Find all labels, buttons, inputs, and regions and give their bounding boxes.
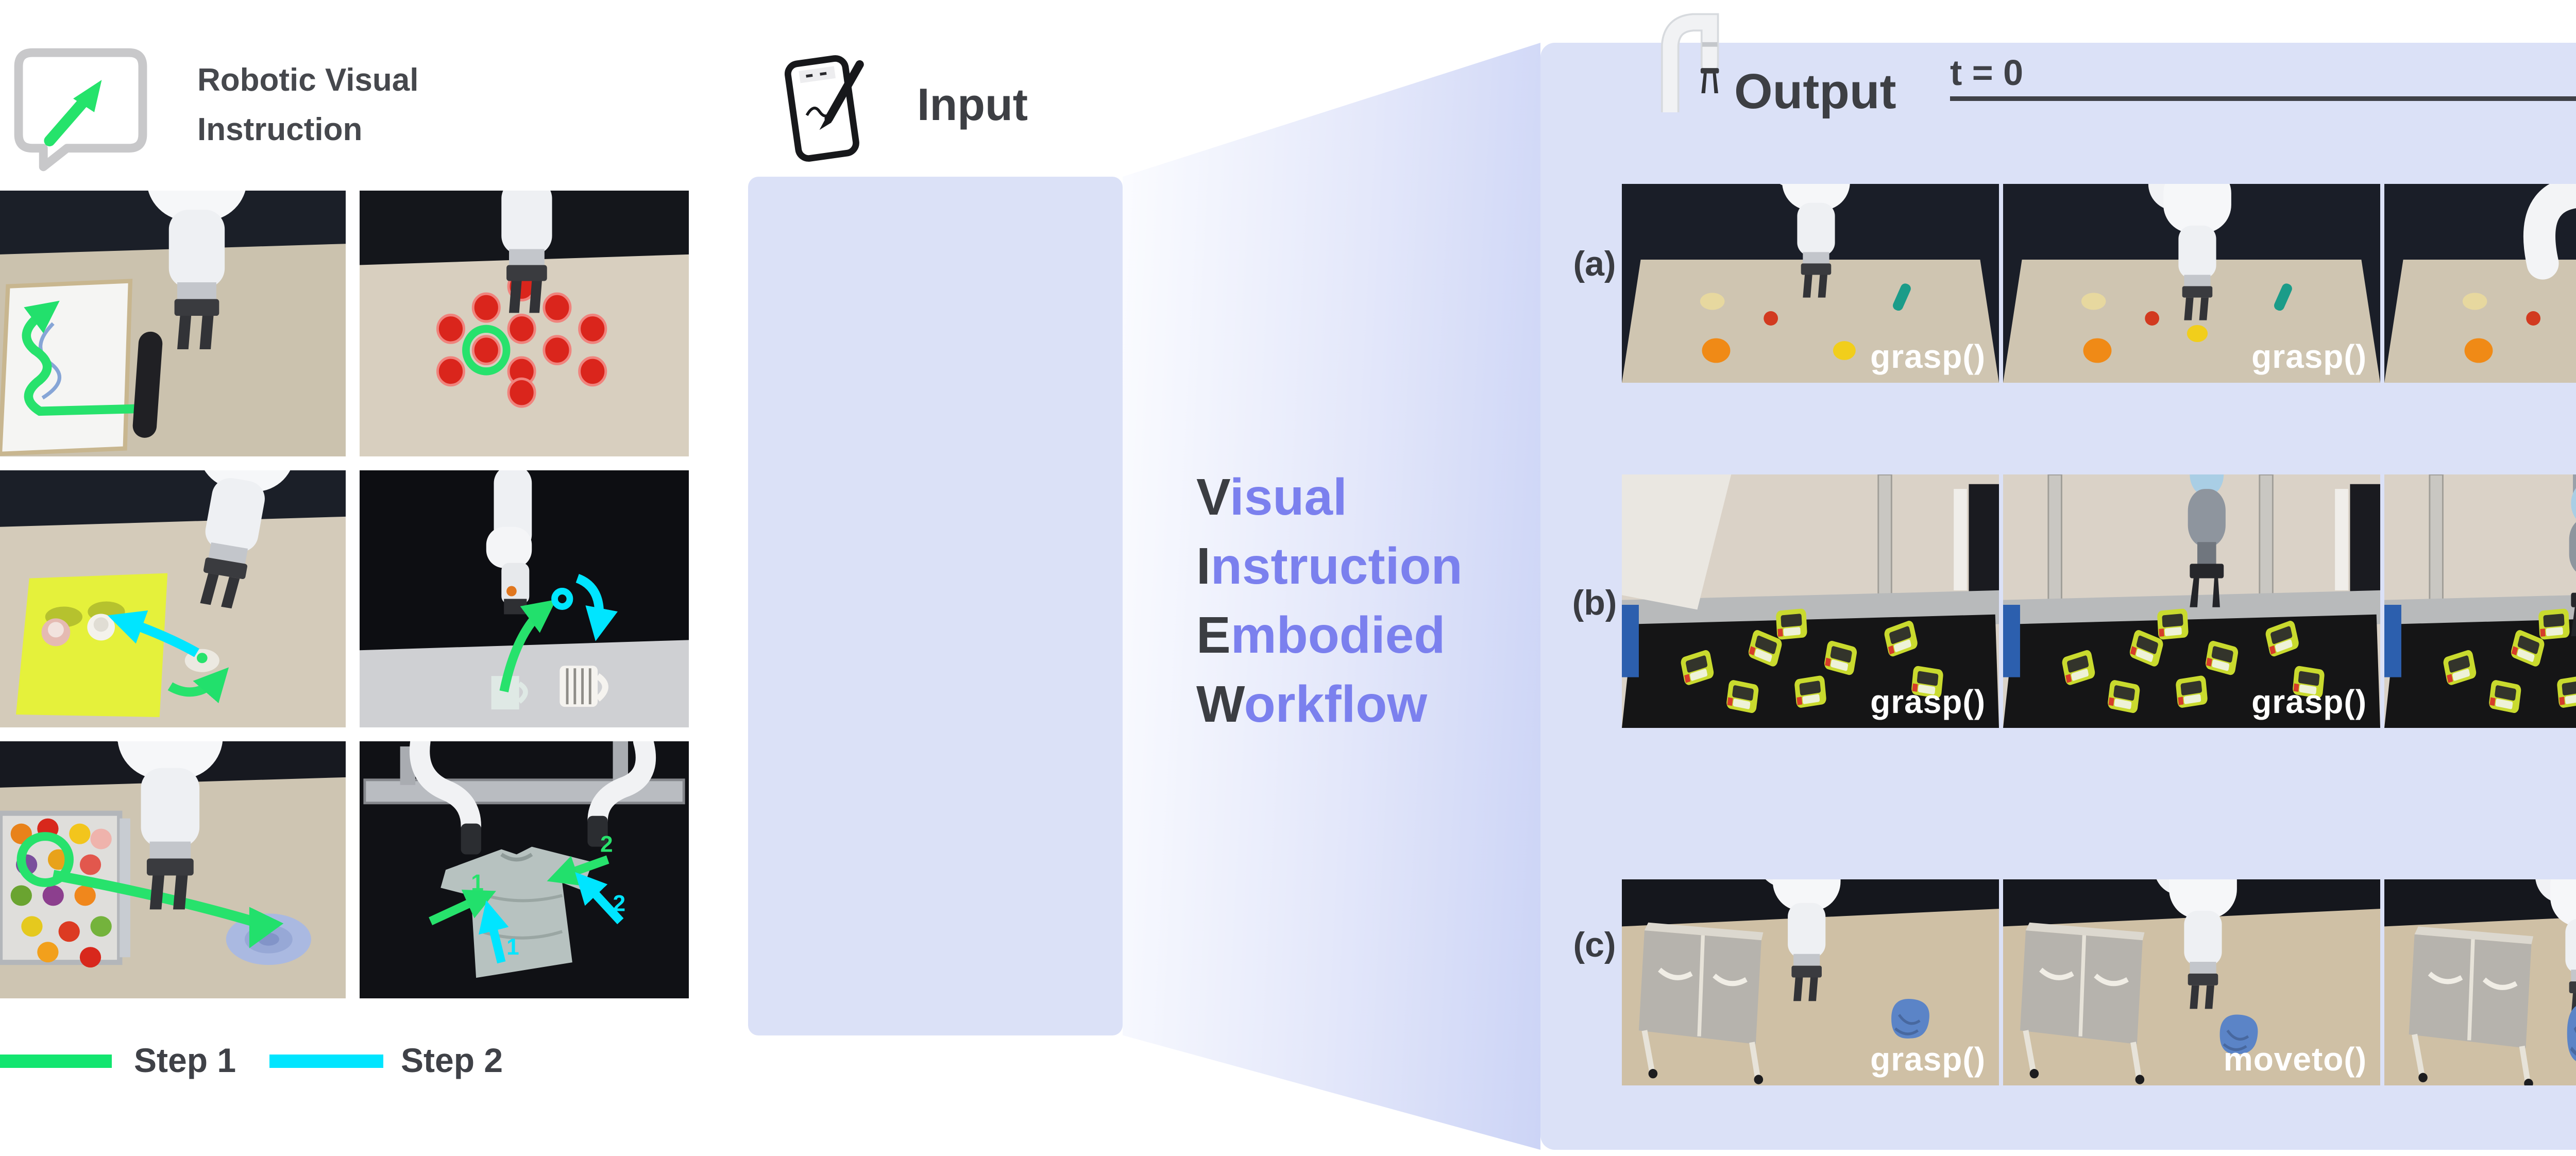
view-line1-initial: V [1196,468,1230,526]
photo-shirt-folding: 1 1 2 2 [360,741,689,998]
scene-yellow-mat [0,470,346,727]
scene-a1 [1622,184,1999,383]
output-panel: Output t = 0 t = T (a) (b) (c) grasp() g… [1540,43,2576,1150]
page-title-line2: Instruction [197,112,363,147]
robot-arm-icon [1660,13,1719,112]
scene-c3 [2384,879,2576,1085]
output-frame-c2: moveto() [2003,879,2380,1085]
output-frame-c1: grasp() [1622,879,1999,1085]
photo-fruit-to-plate [0,741,346,998]
timeline-start-label: t = 0 [1950,53,2024,93]
output-frame-b3: grasp() [2384,474,2576,728]
photo-red-cups [360,191,689,456]
output-section-label: Output [1734,64,1896,119]
row-label-a: (a) [1573,244,1616,283]
photo-erase-whiteboard [0,191,346,456]
input-section-label: Input [917,79,1028,130]
view-line1-rest: isual [1229,468,1347,526]
output-frame-b2: grasp() [2003,474,2380,728]
view-acronym: Visual Instruction Embodied Workflow [1196,463,1463,739]
legend-step1-label: Step 1 [134,1041,236,1079]
scene-red-cups [360,191,689,456]
connector-beam [1123,43,1540,1150]
legend-step1-swatch [0,1055,112,1068]
fold-step-number: 2 [600,831,613,857]
legend-step2-swatch [269,1055,383,1068]
speech-bubble-arrow-icon [14,48,147,172]
action-label: grasp() [2251,683,2367,720]
page-title: Robotic Visual Instruction [197,56,419,155]
tablet-pen-icon [784,55,864,162]
view-line4-initial: W [1196,675,1244,733]
scene-b3 [2384,474,2576,728]
view-line2-rest: nstruction [1210,537,1463,595]
scene-b1 [1622,474,1999,728]
scene-shirt-folding: 1 1 2 2 [360,741,689,998]
output-frame-a2: grasp() [2003,184,2380,383]
page-title-line1: Robotic Visual [197,62,419,98]
scene-fruit-box [0,741,346,998]
view-line3-initial: E [1196,606,1231,664]
output-frame-c3: grasp() [2384,879,2576,1085]
view-line2-initial: I [1196,537,1211,595]
legend-step2-label: Step 2 [401,1041,503,1079]
scene-a3 [2384,184,2576,383]
view-line4-rest: orkflow [1244,675,1428,733]
scene-mug-handover [360,470,689,727]
action-label: grasp() [2251,338,2367,375]
scene-a2 [2003,184,2380,383]
fold-step-number: 2 [613,891,626,916]
fold-step-number: 1 [471,870,484,895]
action-label: grasp() [1870,338,1986,375]
row-label-c: (c) [1573,925,1616,964]
row-label-b: (b) [1572,583,1617,622]
action-label: moveto() [2223,1041,2367,1078]
output-frame-a3: moveto() [2384,184,2576,383]
action-label: grasp() [1870,1041,1986,1078]
timeline-line [1950,96,2576,101]
view-line3-rest: mbodied [1230,606,1446,664]
output-frame-a1: grasp() [1622,184,1999,383]
input-panel [748,177,1123,1035]
scene-erase-whiteboard [0,191,346,456]
fold-step-number: 1 [506,934,519,960]
action-label: grasp() [1870,683,1986,720]
photo-mug-handover [360,470,689,727]
output-frame-b1: grasp() [1622,474,1999,728]
photo-yellow-mat-cups [0,470,346,727]
